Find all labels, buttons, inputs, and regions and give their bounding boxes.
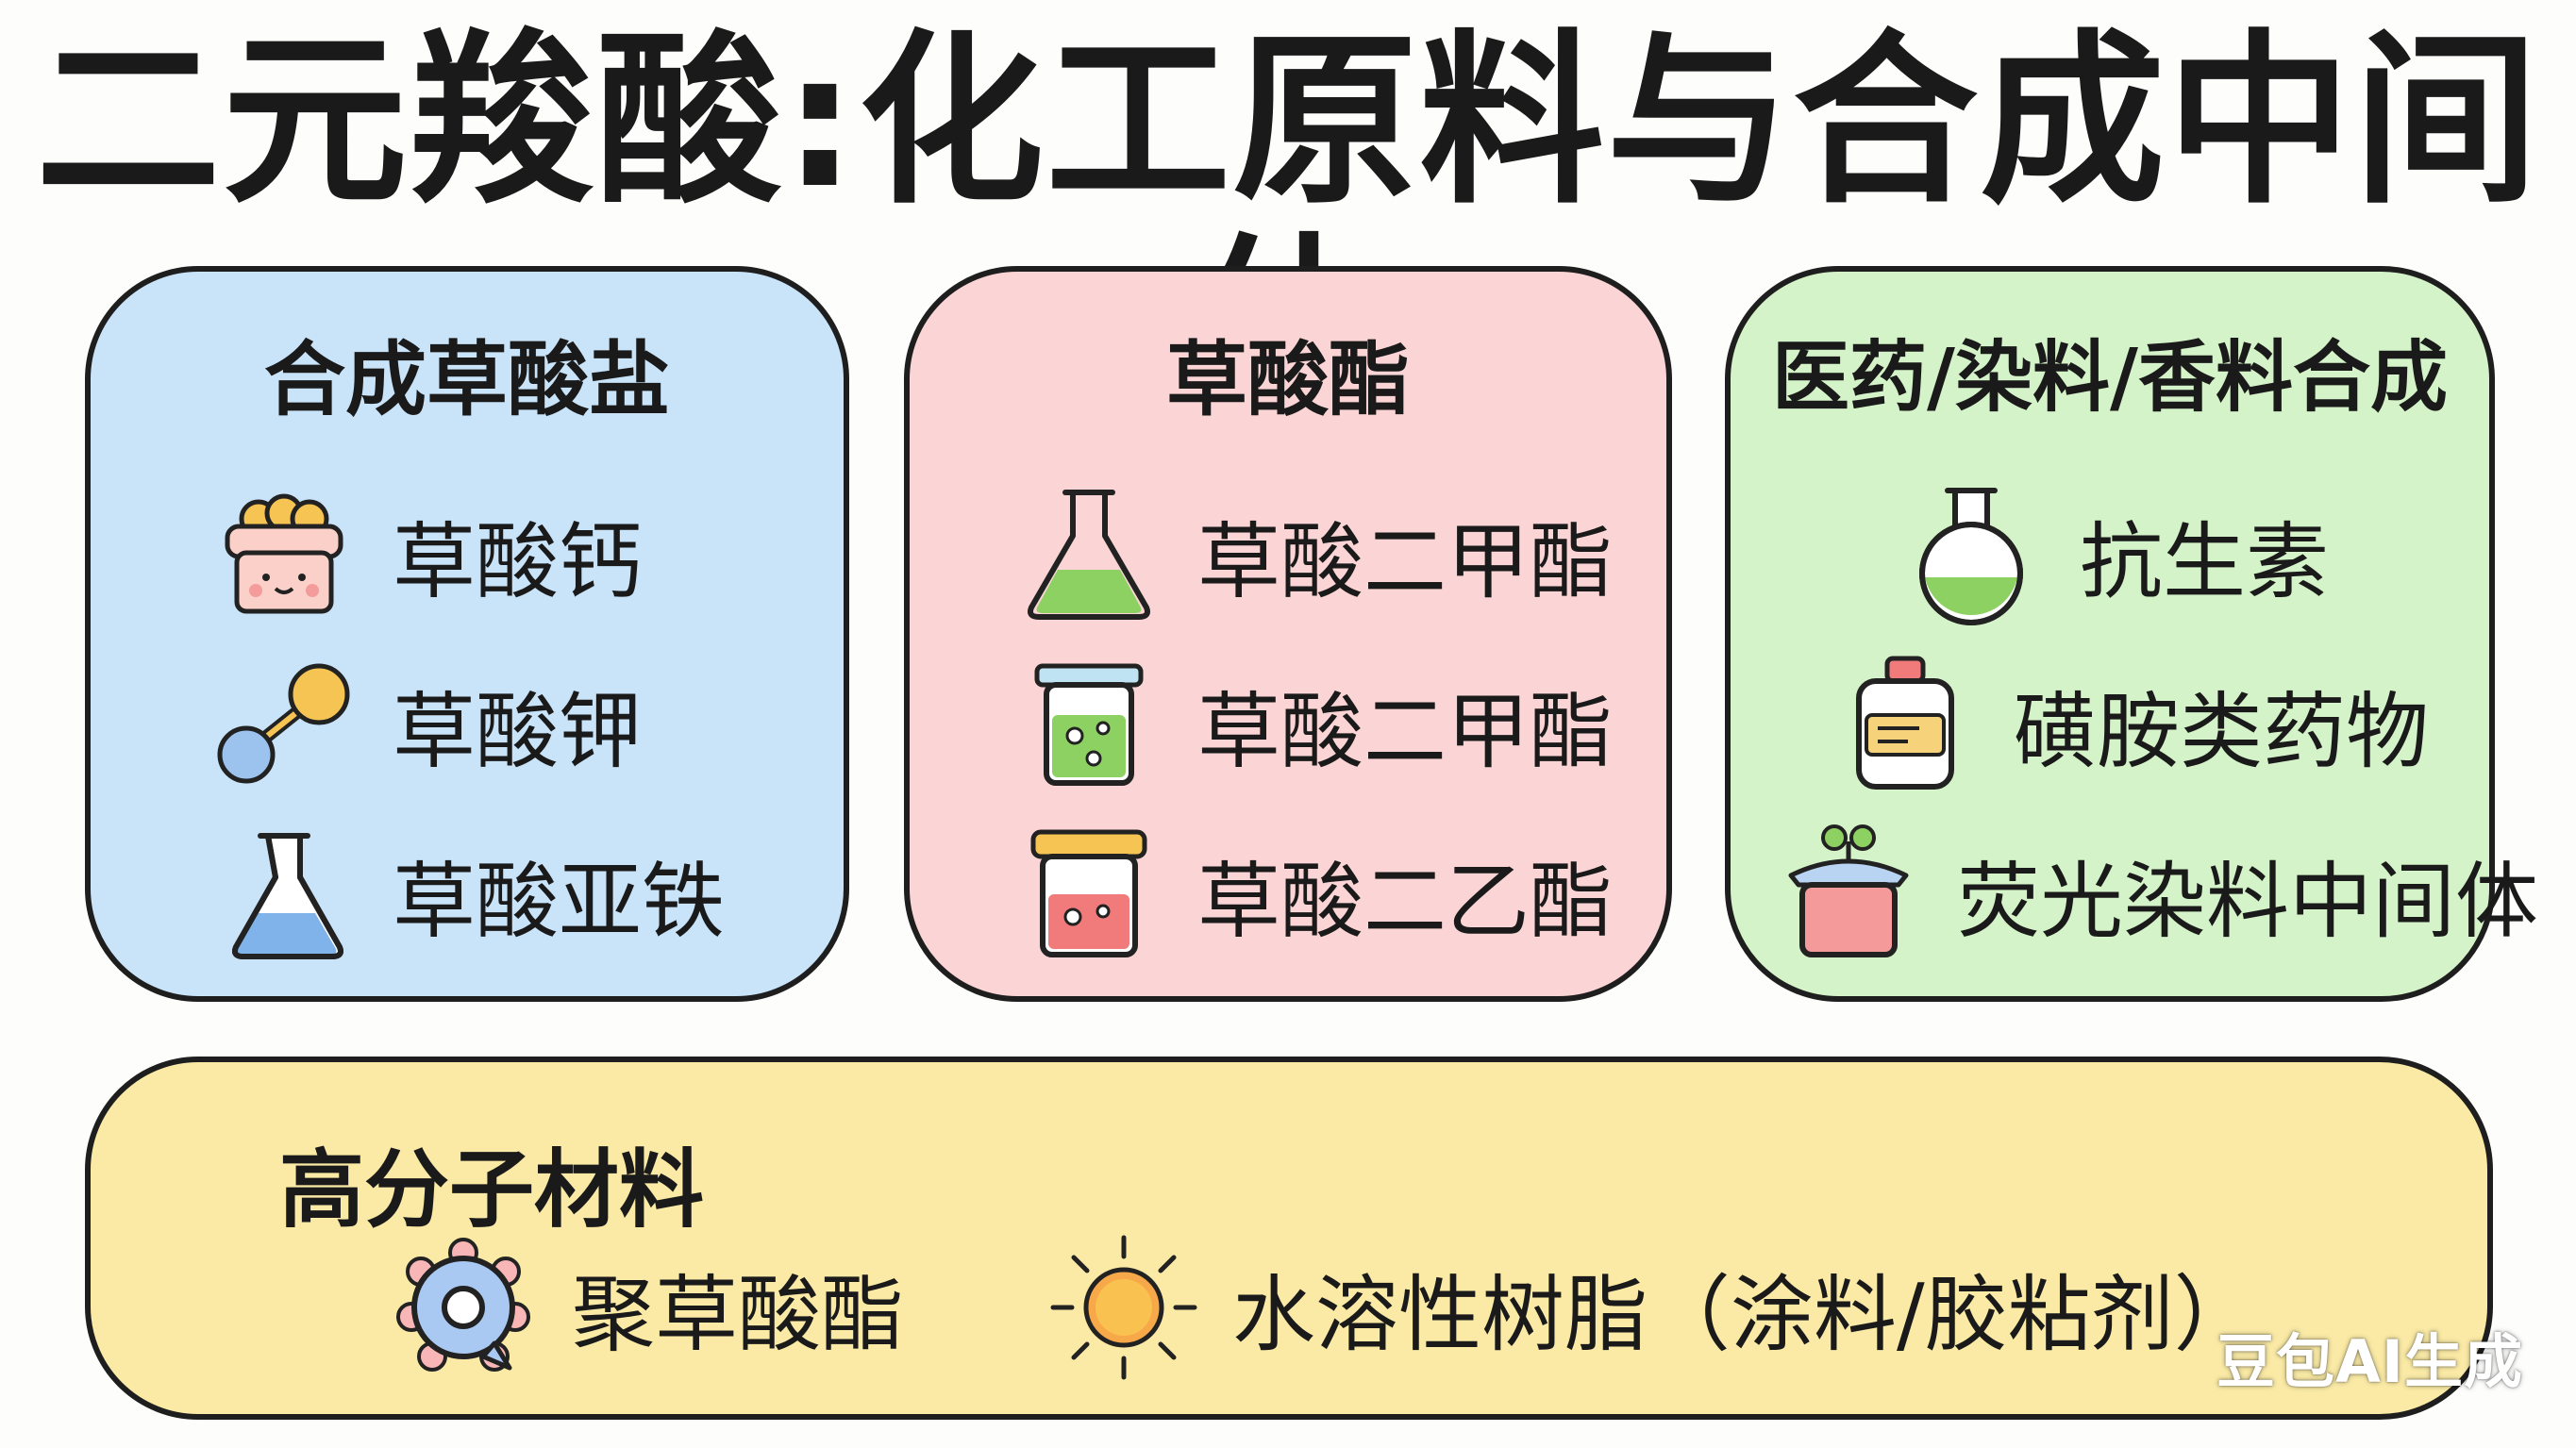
card-oxalate-salts: 合成草酸盐 草酸钙 草酸钾 <box>85 266 849 1002</box>
item-label: 草酸二甲酯 <box>1197 512 1614 610</box>
card-title: 高分子材料 <box>279 1140 704 1240</box>
gear-icon <box>383 1232 544 1383</box>
list-item: 草酸钙 <box>204 479 642 630</box>
item-label: 抗生素 <box>2080 512 2330 610</box>
card-polymer-materials: 高分子材料 聚草酸酯 <box>85 1057 2493 1420</box>
flask-icon <box>1009 479 1169 630</box>
card-pharma-dye-fragrance: 医药/染料/香料合成 抗生素 磺胺类药物 <box>1725 266 2538 1002</box>
cute-box-icon <box>204 479 364 630</box>
list-item: 草酸钾 <box>204 649 642 800</box>
sun-icon <box>1044 1232 1204 1383</box>
item-label: 草酸二乙酯 <box>1197 852 1614 950</box>
item-label: 草酸钙 <box>393 512 643 610</box>
item-label: 水溶性树脂（涂料/胶粘剂） <box>1232 1265 2257 1363</box>
item-label: 草酸二甲酯 <box>1197 682 1614 780</box>
item-label: 草酸钾 <box>393 682 643 780</box>
round-flask-icon <box>1891 479 2051 630</box>
item-label: 聚草酸酯 <box>572 1265 905 1363</box>
list-item: 草酸二甲酯 <box>1009 649 1613 800</box>
flask-icon <box>204 819 364 970</box>
list-item: 抗生素 <box>1891 479 2329 630</box>
item-label: 荧光染料中间体 <box>1957 852 2539 950</box>
list-item: 草酸亚铁 <box>204 819 725 970</box>
item-label: 草酸亚铁 <box>393 852 726 950</box>
list-item: 聚草酸酯 <box>383 1232 904 1383</box>
list-item: 草酸二甲酯 <box>1009 479 1613 630</box>
beaker-icon <box>1009 649 1169 800</box>
jar-icon <box>1009 819 1169 970</box>
list-item: 荧光染料中间体 <box>1768 819 2538 970</box>
card-title: 医药/染料/香料合成 <box>1772 333 2448 423</box>
molecule-icon <box>204 649 364 800</box>
plant-jar-icon <box>1768 819 1929 970</box>
card-oxalate-esters: 草酸酯 草酸二甲酯 草酸二甲酯 <box>904 266 1672 1002</box>
item-label: 磺胺类药物 <box>2014 682 2430 780</box>
medicine-bottle-icon <box>1825 649 1985 800</box>
list-item: 磺胺类药物 <box>1825 649 2429 800</box>
card-title: 合成草酸盐 <box>264 333 670 427</box>
watermark: 豆包AI生成 <box>2216 1327 2523 1396</box>
list-item: 水溶性树脂（涂料/胶粘剂） <box>1044 1232 2257 1383</box>
list-item: 草酸二乙酯 <box>1009 819 1613 970</box>
card-title: 草酸酯 <box>1166 333 1410 427</box>
